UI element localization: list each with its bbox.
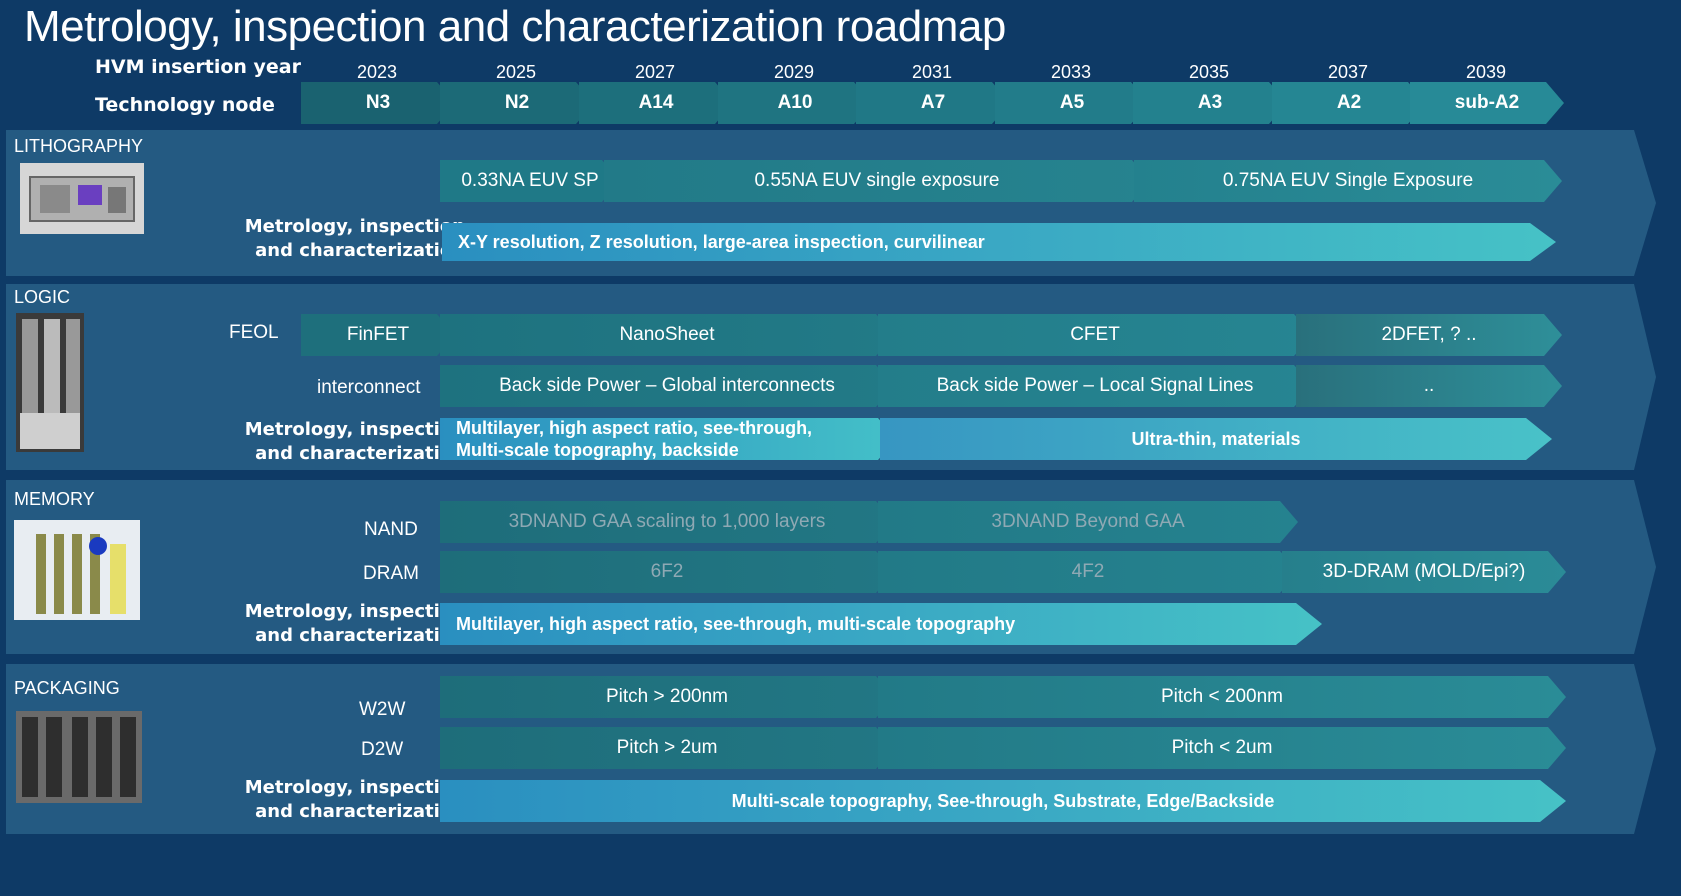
interconnect-bar-local: Back side Power – Local Signal Lines [878,365,1312,407]
page-title: Metrology, inspection and characterizati… [24,2,1006,51]
year-2029: 2029 [773,62,815,82]
packaging-metrology-label: Metrology, inspection and characterizati… [230,776,465,824]
metrology-label-line2: and characterization [255,625,465,646]
litho-metrology-label: Metrology, inspection and characterizati… [230,215,465,263]
metrology-label-line2: and characterization [255,240,465,261]
logic-metrology-line2: Multi-scale topography, backside [456,440,739,460]
litho-bar-075na: 0.75NA EUV Single Exposure [1134,160,1562,202]
litho-bar-033na: 0.33NA EUV SP [440,160,620,202]
node-a5: A5 [995,82,1149,124]
node-a7: A7 [856,82,1010,124]
packaging-xsection-image [16,711,142,803]
feol-label: FEOL [229,322,279,343]
node-n3: N3 [301,82,455,124]
memory-3d-image [14,520,140,620]
lithography-label: LITHOGRAPHY [14,136,144,156]
node-a2: A2 [1272,82,1426,124]
logic-metrology-label: Metrology, inspection and characterizati… [230,418,465,466]
node-a14: A14 [579,82,733,124]
dram-label: DRAM [363,563,419,584]
logic-label: LOGIC [14,287,71,307]
d2w-label: D2W [361,739,404,760]
logic-device-image [16,313,84,452]
packaging-label: PACKAGING [14,678,120,698]
year-2023: 2023 [356,62,398,82]
nand-bar-gaa: 3DNAND GAA scaling to 1,000 layers [440,501,894,543]
node-a10: A10 [718,82,872,124]
d2w-bar-lt2um: Pitch < 2um [878,727,1566,769]
node-a3: A3 [1133,82,1287,124]
logic-metrology-bar-2: Ultra-thin, materials [880,418,1552,460]
year-2033: 2033 [1050,62,1092,82]
year-2031: 2031 [911,62,953,82]
lithography-tool-image [20,163,144,234]
feol-bar-2dfet: 2DFET, ? .. [1296,314,1562,356]
year-2035: 2035 [1188,62,1230,82]
year-2027: 2027 [634,62,676,82]
hvm-year-label: HVM insertion year [95,56,301,78]
metrology-label-line1: Metrology, inspection [244,216,465,237]
d2w-bar-gt2um: Pitch > 2um [440,727,894,769]
dram-bar-6f2: 6F2 [440,551,894,593]
year-2025: 2025 [495,62,537,82]
w2w-label: W2W [359,699,406,720]
metrology-label-line1: Metrology, inspection [244,419,465,440]
metrology-label-line2: and characterization [255,443,465,464]
litho-metrology-bar: X-Y resolution, Z resolution, large-area… [442,223,1556,261]
node-sub-a2: sub-A2 [1410,82,1564,124]
logic-metrology-line1: Multilayer, high aspect ratio, see-throu… [456,418,813,438]
node-n2: N2 [440,82,594,124]
memory-label: MEMORY [14,489,95,509]
feol-bar-cfet: CFET [878,314,1312,356]
logic-metrology-bar-1: Multilayer, high aspect ratio, see-throu… [440,418,896,460]
interconnect-bar-global: Back side Power – Global interconnects [440,365,894,407]
litho-bar-055na: 0.55NA EUV single exposure [604,160,1150,202]
dram-bar-4f2: 4F2 [878,551,1298,593]
w2w-bar-lt200: Pitch < 200nm [878,676,1566,718]
nand-label: NAND [364,519,418,540]
packaging-metrology-bar: Multi-scale topography, See-through, Sub… [440,780,1566,822]
year-2037: 2037 [1327,62,1369,82]
interconnect-bar-future: .. [1296,365,1562,407]
nand-bar-beyond: 3DNAND Beyond GAA [878,501,1298,543]
feol-bar-finfet: FinFET [301,314,455,356]
technology-node-label: Technology node [95,94,275,116]
metrology-label-line2: and characterization [255,801,465,822]
metrology-label-line1: Metrology, inspection [244,601,465,622]
interconnect-label: interconnect [317,377,421,398]
memory-metrology-bar: Multilayer, high aspect ratio, see-throu… [440,603,1322,645]
memory-metrology-label: Metrology, inspection and characterizati… [230,600,465,648]
year-2039: 2039 [1465,62,1507,82]
w2w-bar-gt200: Pitch > 200nm [440,676,894,718]
feol-bar-nanosheet: NanoSheet [440,314,894,356]
dram-bar-3d: 3D-DRAM (MOLD/Epi?) [1282,551,1566,593]
metrology-label-line1: Metrology, inspection [244,777,465,798]
